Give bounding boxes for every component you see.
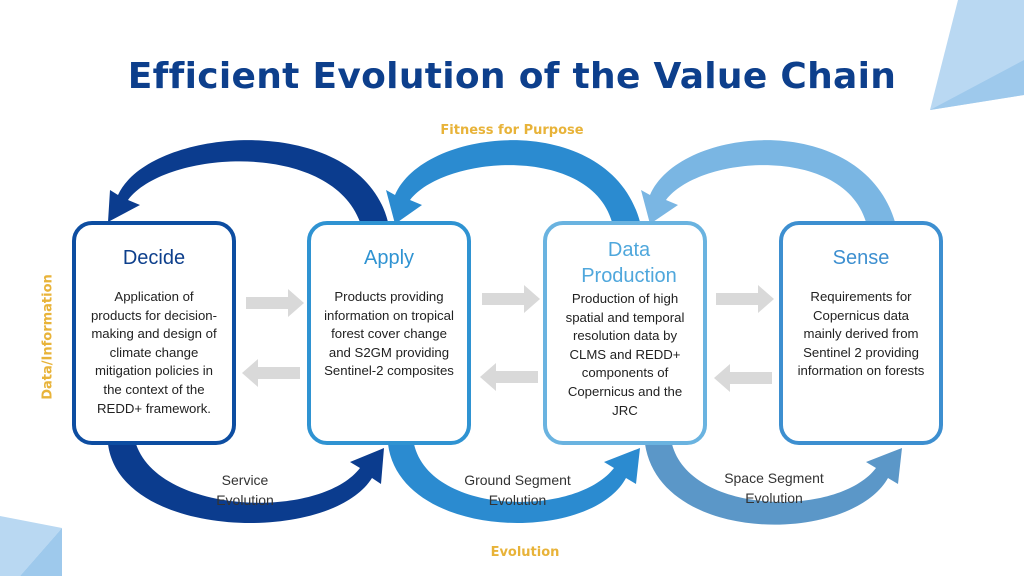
- corner-decoration-bottom-left: [0, 516, 62, 576]
- arc-apply-to-production: [388, 444, 640, 524]
- decide-title: Decide: [122, 247, 186, 269]
- sense-description: Requirements for Copernicus data mainly …: [797, 289, 925, 379]
- corner-decoration-top-right-shade: [930, 60, 1024, 110]
- evolution-label: Evolution: [490, 545, 560, 560]
- data-information-label: Data/Information: [40, 274, 56, 400]
- decide-description: Application of products for decision-mak…: [90, 289, 218, 416]
- fitness-for-purpose-label: Fitness for Purpose: [440, 123, 584, 138]
- sense-title: Sense: [832, 247, 890, 269]
- flow-arrow-apply-to-decide: [242, 359, 300, 387]
- page-title: Efficient Evolution of the Value Chain: [127, 56, 897, 97]
- flow-arrow-decide-to-apply: [246, 289, 304, 317]
- corner-decoration-bottom-left-shade: [20, 528, 62, 576]
- data-production-box: Data Production Production of high spati…: [543, 221, 707, 445]
- data-production-title: Data Production: [581, 239, 677, 287]
- arc-decide-to-apply: [108, 444, 384, 524]
- apply-title: Apply: [363, 247, 415, 269]
- service-evolution-label: Service Evolution: [216, 472, 274, 508]
- flow-arrow-apply-to-production: [482, 285, 540, 313]
- ground-segment-evolution-label: Ground Segment Evolution: [464, 472, 571, 508]
- apply-box: Apply Products providing information on …: [307, 221, 471, 445]
- flow-arrow-production-to-apply: [480, 363, 538, 391]
- arc-apply-to-decide: [108, 140, 388, 222]
- flow-arrow-production-to-sense: [716, 285, 774, 313]
- sense-box: Sense Requirements for Copernicus data m…: [779, 221, 943, 445]
- data-production-description: Production of high spatial and temporal …: [565, 291, 685, 418]
- flow-arrow-sense-to-production: [714, 364, 772, 392]
- apply-description: Products providing information on tropic…: [324, 289, 454, 379]
- decide-box: Decide Application of products for decis…: [72, 221, 236, 445]
- arc-production-to-apply: [386, 140, 640, 224]
- arc-production-to-sense: [645, 444, 902, 525]
- arc-sense-to-production: [641, 140, 895, 224]
- space-segment-evolution-label: Space Segment Evolution: [724, 470, 824, 506]
